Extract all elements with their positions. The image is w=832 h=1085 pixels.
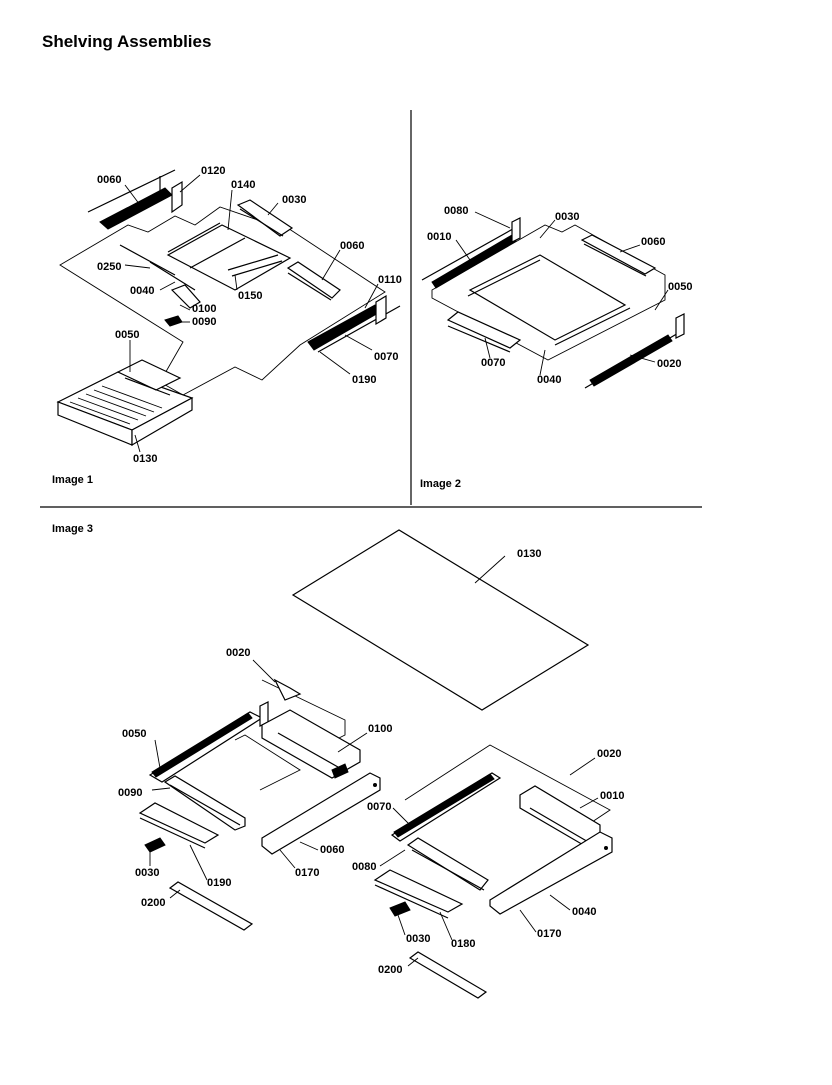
label-0050: 0050 xyxy=(115,329,139,341)
right-wire-0020 xyxy=(404,744,611,831)
label-0120: 0120 xyxy=(201,165,225,177)
label-0130: 0130 xyxy=(517,548,541,560)
label-0030: 0030 xyxy=(555,211,579,223)
page-title: Shelving Assemblies xyxy=(42,32,212,51)
label-0070: 0070 xyxy=(374,351,398,363)
label-0020: 0020 xyxy=(657,358,681,370)
label-0070: 0070 xyxy=(481,357,505,369)
label-0060: 0060 xyxy=(320,844,344,856)
label-0060-b: 0060 xyxy=(340,240,364,252)
label-0110: 0110 xyxy=(378,274,402,286)
label-0020-a: 0020 xyxy=(226,647,250,659)
front-rail xyxy=(307,304,381,351)
label-0190: 0190 xyxy=(207,877,231,889)
label-0030-a: 0030 xyxy=(135,867,159,879)
left-side-bracket xyxy=(261,772,381,855)
label-0150: 0150 xyxy=(238,290,262,302)
image-2-diagram: 0080 0030 0010 0060 0050 0070 0040 0020 xyxy=(421,205,692,389)
label-0060: 0060 xyxy=(641,236,665,248)
label-0010: 0010 xyxy=(600,790,624,802)
right-side-bracket xyxy=(489,831,613,915)
label-0170-a: 0170 xyxy=(295,867,319,879)
glass-panel xyxy=(468,254,627,341)
label-0030: 0030 xyxy=(282,194,306,206)
left-bar-0200 xyxy=(168,881,254,931)
label-0140: 0140 xyxy=(231,179,255,191)
glass-panel xyxy=(166,224,292,291)
label-0250: 0250 xyxy=(97,261,121,273)
label-0190: 0190 xyxy=(352,374,376,386)
label-0070: 0070 xyxy=(367,801,391,813)
label-0080: 0080 xyxy=(444,205,468,217)
label-0100: 0100 xyxy=(368,723,392,735)
label-0080: 0080 xyxy=(352,861,376,873)
label-0040: 0040 xyxy=(537,374,561,386)
rear-rail xyxy=(431,234,517,289)
label-0040: 0040 xyxy=(130,285,154,297)
label-0100: 0100 xyxy=(192,303,216,315)
right-support-0010 xyxy=(519,785,601,847)
image-1-diagram: 0060 0120 0140 0030 0250 0060 0040 0100 … xyxy=(56,165,402,465)
label-0090: 0090 xyxy=(118,787,142,799)
image-3-diagram: 0130 0020 0050 0100 0090 0060 0030 0190 … xyxy=(118,529,624,999)
label-0200-a: 0200 xyxy=(141,897,165,909)
label-0010: 0010 xyxy=(427,231,451,243)
label-0060-a: 0060 xyxy=(97,174,121,186)
label-0180: 0180 xyxy=(451,938,475,950)
label-0020-b: 0020 xyxy=(597,748,621,760)
label-0090: 0090 xyxy=(192,316,216,328)
image-3-caption: Image 3 xyxy=(52,523,93,535)
label-0130: 0130 xyxy=(133,453,157,465)
label-0030-b: 0030 xyxy=(406,933,430,945)
glass-shelf xyxy=(291,529,590,711)
rear-rail xyxy=(99,187,173,230)
left-trim-0190 xyxy=(138,802,220,844)
label-0050: 0050 xyxy=(122,728,146,740)
right-front-rail xyxy=(406,837,489,891)
right-trim-0180 xyxy=(373,869,464,913)
label-0050: 0050 xyxy=(668,281,692,293)
label-0040: 0040 xyxy=(572,906,596,918)
image-1-caption: Image 1 xyxy=(52,474,93,486)
label-0170-b: 0170 xyxy=(537,928,561,940)
image-2-caption: Image 2 xyxy=(420,478,461,490)
label-0200-b: 0200 xyxy=(378,964,402,976)
right-bar-0200 xyxy=(408,951,488,999)
shelf-outline xyxy=(59,206,386,396)
left-support-0100 xyxy=(261,709,361,779)
